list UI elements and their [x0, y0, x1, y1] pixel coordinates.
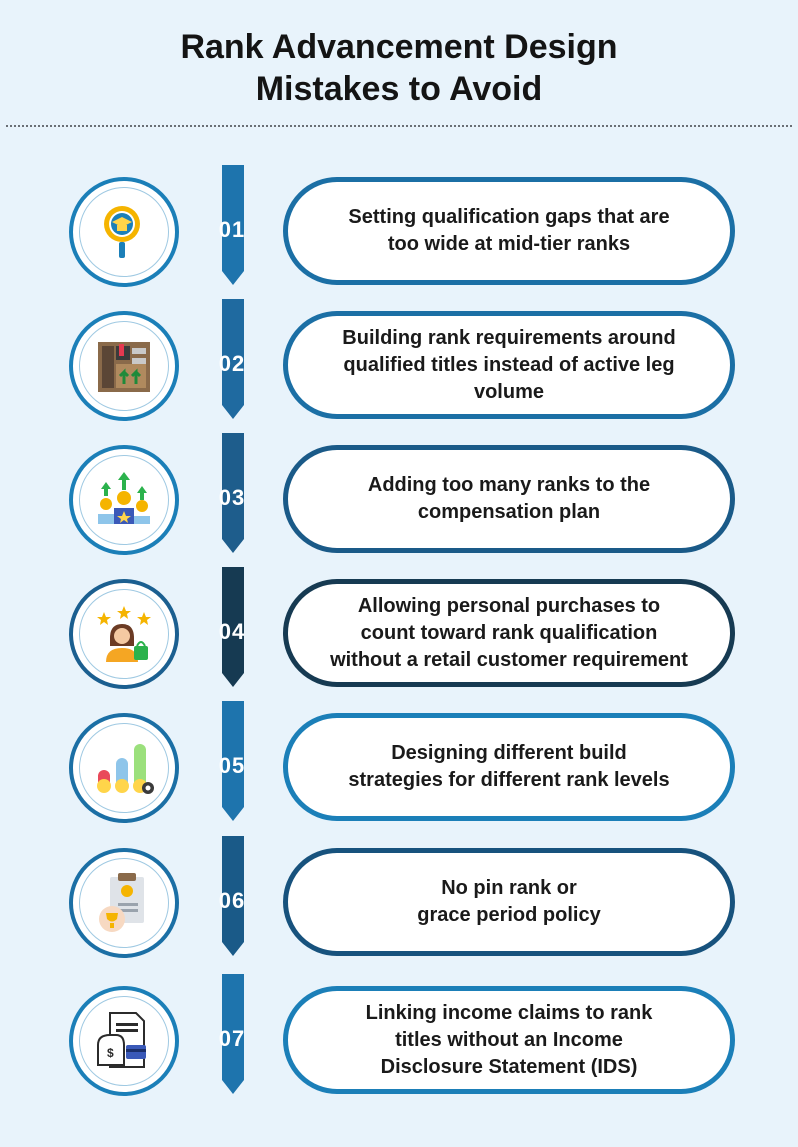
mistake-card: Linking income claims to rank titles wit…	[283, 986, 735, 1094]
icon-circle	[69, 579, 179, 689]
mistake-item: 01 Setting qualification gaps that are t…	[0, 165, 798, 289]
title-line-1: Rank Advancement Design	[180, 28, 618, 66]
lightbulb-levels-icon	[97, 744, 154, 794]
icon-circle	[69, 177, 179, 287]
graduation-magnifier-icon	[104, 206, 140, 258]
icon-circle	[69, 848, 179, 958]
text-line: without a retail customer requirement	[330, 648, 688, 671]
text-line: count toward rank qualification	[360, 621, 658, 644]
mistake-text: Building rank requirements around qualif…	[326, 325, 691, 406]
step-number: 01	[218, 217, 246, 242]
text-line: Allowing personal purchases to	[357, 594, 661, 617]
text-line: Adding too many ranks to the	[367, 474, 651, 496]
text-line: No pin rank or	[441, 877, 577, 899]
step-number: 04	[218, 619, 246, 644]
text-line: Designing different build	[391, 742, 627, 764]
text-line: compensation plan	[417, 501, 601, 523]
mistake-text: Linking income claims to rank titles wit…	[350, 1000, 669, 1081]
mistake-item: 03 Adding too many ranks to the compensa…	[0, 433, 798, 557]
certificate-trophy-icon	[99, 873, 144, 932]
mistake-text: Adding too many ranks to the compensatio…	[352, 472, 666, 526]
shelf-growth-icon	[98, 342, 150, 392]
text-line: Setting qualification gaps that are	[348, 206, 670, 228]
text-line: qualified titles instead of active leg	[343, 353, 675, 376]
icon-circle	[69, 311, 179, 421]
timeline-segment	[221, 567, 245, 687]
step-number: 03	[218, 485, 246, 510]
mistake-card: Setting qualification gaps that are too …	[283, 177, 735, 285]
income-document-icon: $	[97, 1012, 146, 1068]
timeline-segment	[221, 701, 245, 821]
svg-text:$: $	[107, 1046, 114, 1060]
mistake-item: 05 Designing different build strategies …	[0, 701, 798, 825]
mistake-text: Allowing personal purchases to count tow…	[314, 593, 704, 674]
step-number: 07	[218, 1026, 246, 1051]
mistake-card: No pin rank or grace period policy	[283, 848, 735, 956]
step-number: 05	[218, 753, 246, 778]
text-line: titles without an Income	[395, 1028, 623, 1051]
title-line-2: Mistakes to Avoid	[255, 70, 543, 108]
step-number: 02	[218, 351, 246, 376]
timeline-segment	[221, 974, 245, 1094]
mistake-text: No pin rank or grace period policy	[401, 875, 616, 929]
timeline-segment	[221, 299, 245, 419]
mistake-card: Building rank requirements around qualif…	[283, 311, 735, 419]
text-line: Linking income claims to rank	[365, 1001, 653, 1024]
icon-circle: $	[69, 986, 179, 1096]
icon-circle	[69, 445, 179, 555]
text-line: too wide at mid-tier ranks	[387, 233, 631, 255]
text-line: volume	[473, 380, 544, 403]
text-line: Building rank requirements around	[342, 326, 676, 349]
page-title: Rank Advancement Design Mistakes to Avoi…	[0, 26, 798, 110]
text-line: strategies for different rank levels	[348, 769, 670, 791]
step-number: 06	[218, 888, 246, 913]
mistake-card: Designing different build strategies for…	[283, 713, 735, 821]
mistake-card: Adding too many ranks to the compensatio…	[283, 445, 735, 553]
mistake-item: 04 Allowing personal purchases to count …	[0, 567, 798, 691]
timeline-segment	[221, 433, 245, 553]
mistake-text: Designing different build strategies for…	[332, 740, 685, 794]
mistake-item: 06 No pin rank or grace period policy	[0, 836, 798, 960]
podium-coins-icon	[98, 472, 150, 524]
mistake-card: Allowing personal purchases to count tow…	[283, 579, 735, 687]
timeline-segment	[221, 836, 245, 956]
title-divider	[6, 125, 792, 127]
shopper-stars-icon	[97, 606, 151, 662]
mistake-item: $ 07 Linking income claims to rank title…	[0, 974, 798, 1098]
text-line: Disclosure Statement (IDS)	[380, 1055, 638, 1078]
mistake-text: Setting qualification gaps that are too …	[332, 204, 685, 258]
timeline-segment	[221, 165, 245, 285]
text-line: grace period policy	[417, 904, 601, 926]
icon-circle	[69, 713, 179, 823]
mistake-item: 02 Building rank requirements around qua…	[0, 299, 798, 423]
